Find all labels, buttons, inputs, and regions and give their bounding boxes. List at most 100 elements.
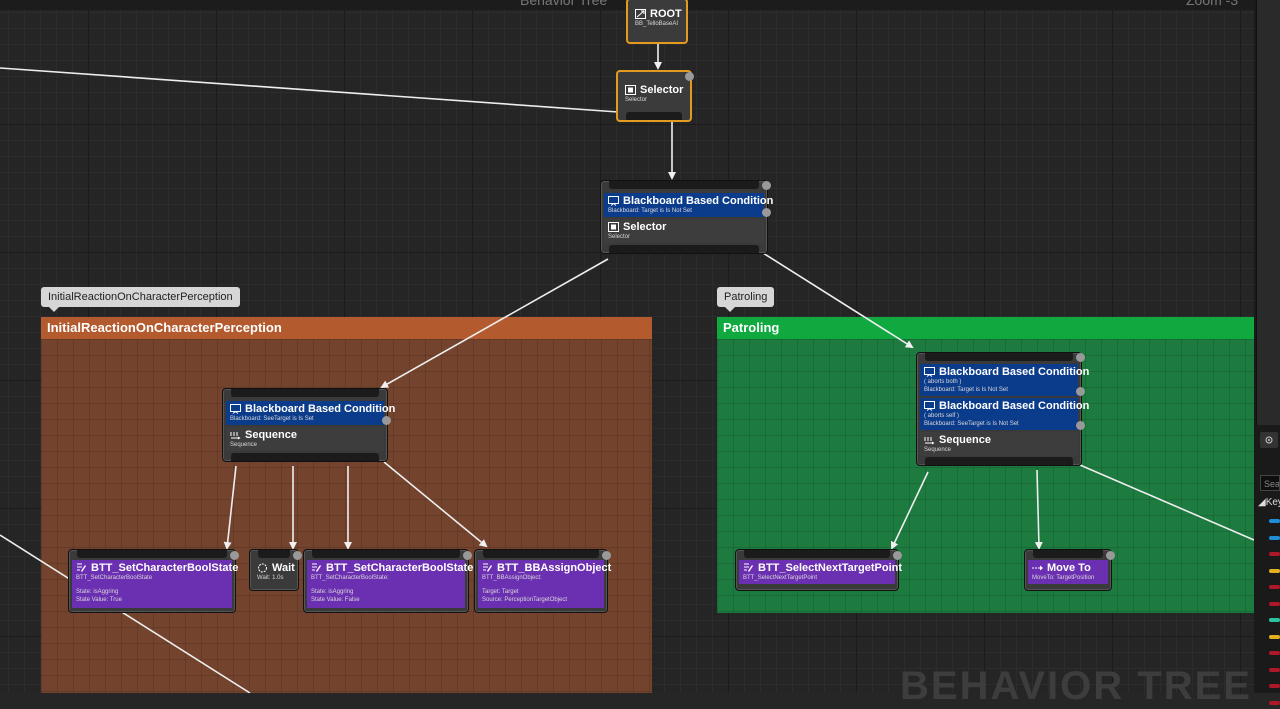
- decorator-title: Blackboard Based Condition: [623, 195, 774, 207]
- task-blueprint-icon: [77, 563, 86, 572]
- graph-title: Behavior Tree: [520, 0, 608, 8]
- decorator-title: Blackboard Based Condition: [245, 403, 396, 415]
- blackboard-key-type-chip[interactable]: [1269, 601, 1280, 606]
- main-selector-node[interactable]: Blackboard Based Condition Blackboard: T…: [600, 180, 773, 254]
- blackboard-key-type-chip[interactable]: [1269, 700, 1280, 705]
- execution-index-badge: [230, 551, 239, 560]
- root-node[interactable]: ROOT BB_TelloBaseAI: [626, 0, 688, 44]
- blackboard-decorator-aborts-both[interactable]: Blackboard Based Condition ( aborts both…: [920, 364, 1089, 396]
- selector-icon: [625, 85, 636, 95]
- comment-header-initial-reaction[interactable]: InitialReactionOnCharacterPerception: [41, 317, 652, 339]
- blackboard-key-type-chip[interactable]: [1269, 568, 1280, 573]
- patrol-sequence-node[interactable]: Blackboard Based Condition ( aborts both…: [916, 352, 1089, 466]
- task-title: BTT_SelectNextTargetPoint: [758, 562, 903, 574]
- blackboard-key-type-chip[interactable]: [1269, 684, 1280, 688]
- execution-index-badge: [293, 551, 302, 560]
- composite-subtitle: Sequence: [924, 447, 952, 453]
- input-pin[interactable]: [258, 550, 290, 558]
- task-node-set-bool-state-1[interactable]: BTT_SetCharacterBoolState BTT_SetCharact…: [68, 549, 239, 613]
- wire-patrol-to-offscreen: [1079, 464, 1254, 541]
- blackboard-decorator[interactable]: Blackboard Based Condition Blackboard: S…: [226, 401, 395, 425]
- input-pin[interactable]: [925, 353, 1073, 361]
- task-subtitle: BTT_SetCharacterBoolState: [76, 575, 153, 581]
- input-pin[interactable]: [231, 389, 379, 397]
- input-pin[interactable]: [312, 550, 460, 558]
- root-node-subtitle: BB_TelloBaseAI: [635, 21, 679, 27]
- output-pin[interactable]: [231, 453, 379, 461]
- blackboard-key-type-chip[interactable]: [1269, 535, 1280, 540]
- task-node-move-to[interactable]: Move To MoveTo: TargetPosition: [1024, 549, 1115, 591]
- wire-reaction-to-bbassign: [383, 461, 488, 548]
- comment-box-initial-reaction[interactable]: InitialReactionOnCharacterPerception: [41, 317, 652, 693]
- output-pin[interactable]: [609, 245, 759, 253]
- blackboard-search-input[interactable]: Search: [1260, 475, 1280, 491]
- task-node-bb-assign-object[interactable]: BTT_BBAssignObject BTT_BBAssignObject: T…: [474, 549, 611, 613]
- wire-main-to-patrol: [762, 252, 914, 349]
- zoom-label: Zoom -3: [1186, 0, 1239, 8]
- input-pin[interactable]: [483, 550, 599, 558]
- execution-index-badge: [762, 208, 771, 217]
- settings-icon: [1265, 436, 1273, 444]
- task-node-select-next-target-point[interactable]: BTT_SelectNextTargetPoint BTT_SelectNext…: [735, 549, 903, 591]
- blackboard-icon: [924, 367, 935, 377]
- task-property: State Value: True: [76, 597, 122, 603]
- input-pin[interactable]: [744, 550, 890, 558]
- execution-index-badge: [602, 551, 611, 560]
- wait-icon: [258, 563, 267, 573]
- task-blueprint-icon: [483, 563, 492, 572]
- output-pin[interactable]: [925, 457, 1073, 465]
- blackboard-key-type-chip[interactable]: [1269, 618, 1280, 622]
- reaction-sequence-node[interactable]: Blackboard Based Condition Blackboard: S…: [222, 388, 395, 462]
- selector-node-top-title: Selector: [640, 84, 684, 96]
- task-node-set-bool-state-2[interactable]: BTT_SetCharacterBoolState BTT_SetCharact…: [303, 549, 473, 613]
- decorator-abort-mode: ( aborts self ): [924, 413, 960, 419]
- decorator-title: Blackboard Based Condition: [939, 400, 1090, 412]
- task-blueprint-icon: [312, 563, 321, 572]
- composite-title: Selector: [623, 221, 667, 233]
- task-property: State: isAggring: [76, 589, 119, 595]
- selector-node-top-subtitle: Selector: [625, 97, 648, 103]
- decorator-subtitle: Blackboard: Target is Is Not Set: [924, 387, 1008, 393]
- graph-wires: [0, 42, 1254, 693]
- execution-index-badge: [893, 551, 902, 560]
- input-pin[interactable]: [77, 550, 227, 558]
- selector-node-top[interactable]: Selector Selector: [616, 70, 694, 122]
- task-subtitle: BTT_SelectNextTargetPoint: [743, 575, 818, 581]
- move-to-icon: [1032, 565, 1043, 571]
- task-title: Wait: [272, 562, 295, 574]
- comment-bubble-patroling[interactable]: Patroling: [717, 287, 775, 312]
- composite-subtitle: Sequence: [230, 442, 258, 448]
- details-panel: [1256, 0, 1280, 425]
- wire-offscreen-lower-left: [0, 534, 251, 693]
- comment-header-patroling[interactable]: Patroling: [717, 317, 1254, 339]
- task-title: BTT_SetCharacterBoolState: [91, 562, 239, 574]
- comment-bubble-initial-reaction[interactable]: InitialReactionOnCharacterPerception: [41, 287, 240, 312]
- blackboard-key-type-chip[interactable]: [1269, 651, 1280, 655]
- composite-title: Sequence: [939, 434, 991, 446]
- output-pin[interactable]: [626, 112, 682, 120]
- wire-patrol-to-selectnext: [890, 471, 929, 550]
- panel-toolbar-button[interactable]: [1260, 432, 1278, 448]
- decorator-title: Blackboard Based Condition: [939, 366, 1090, 378]
- blackboard-icon: [608, 196, 619, 206]
- sequence-icon: [230, 432, 241, 440]
- input-pin[interactable]: [609, 181, 759, 189]
- blackboard-icon: [924, 401, 935, 411]
- blackboard-decorator[interactable]: Blackboard Based Condition Blackboard: T…: [604, 193, 773, 217]
- wire-offscreen-left-to-selector: [0, 67, 619, 113]
- execution-index-badge: [1076, 421, 1085, 430]
- blackboard-icon: [230, 404, 241, 414]
- decorator-subtitle: Blackboard: SeeTarget is Is Not Set: [924, 421, 1019, 427]
- task-subtitle: Wait: 1.0s: [257, 575, 284, 581]
- expand-arrow-icon: ◢: [1258, 497, 1266, 508]
- blackboard-decorator-aborts-self[interactable]: Blackboard Based Condition ( aborts self…: [920, 398, 1089, 430]
- blackboard-key-type-chip[interactable]: [1269, 634, 1280, 639]
- input-pin[interactable]: [1033, 550, 1103, 558]
- blackboard-key-type-chip[interactable]: [1269, 667, 1280, 672]
- blackboard-key-type-chip[interactable]: [1269, 552, 1280, 556]
- keys-category[interactable]: ◢Keys: [1258, 497, 1280, 508]
- blackboard-key-type-chip[interactable]: [1269, 585, 1280, 589]
- task-node-wait[interactable]: Wait Wait: 1.0s: [249, 549, 302, 591]
- execution-index-badge: [1106, 551, 1115, 560]
- blackboard-key-type-chip[interactable]: [1269, 519, 1280, 523]
